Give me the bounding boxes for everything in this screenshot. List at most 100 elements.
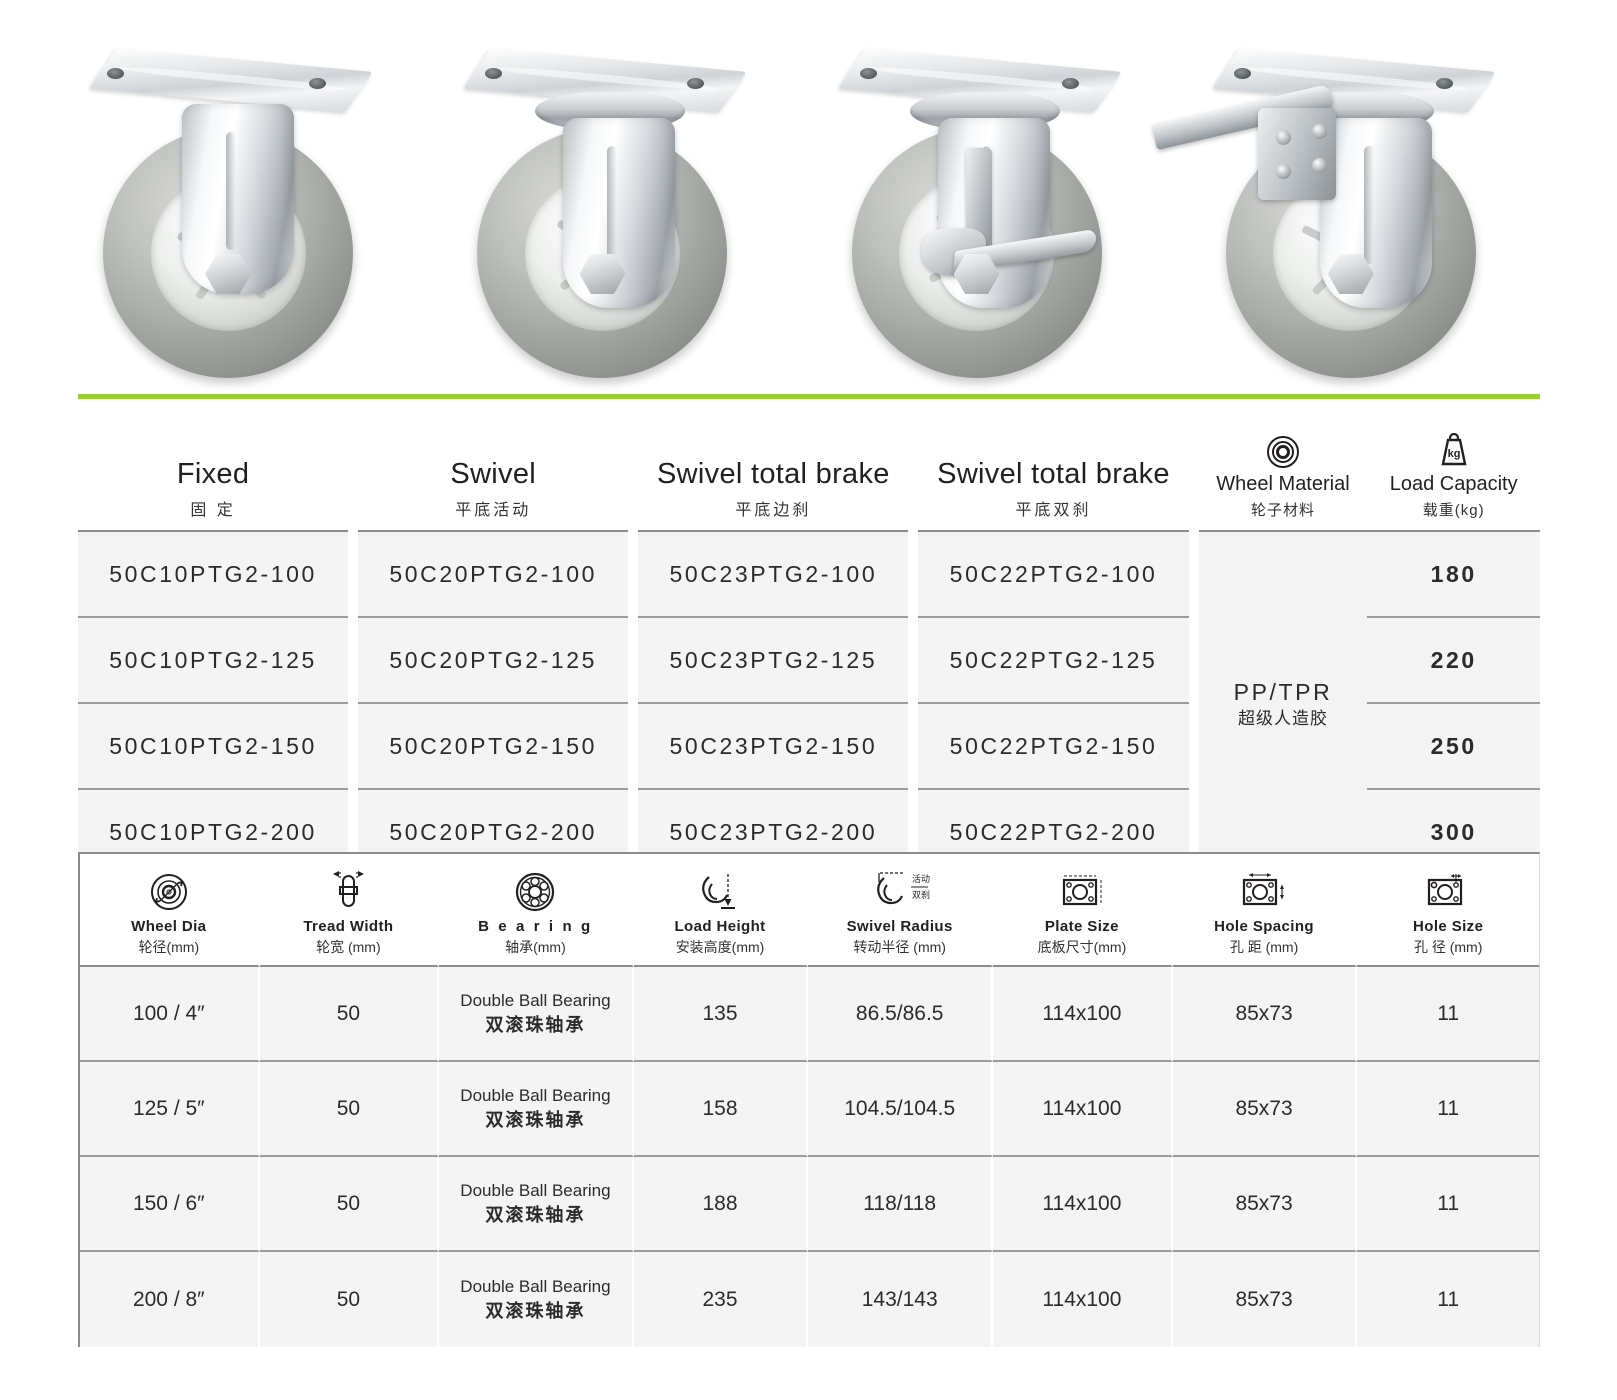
svg-text:kg: kg (1447, 448, 1460, 460)
header-swivel-radius: 活动 双刹 Swivel Radius 转动半径 (mm) (808, 854, 994, 967)
wheel-ring-icon (1203, 423, 1364, 469)
model-number-table-wrapper: Fixed 固 定 Swivel 平底活动 Swivel total brake… (78, 399, 1540, 876)
column-gap (908, 618, 919, 704)
cell-hole-spacing: 85x73 (1172, 1157, 1358, 1252)
wheel-material-value: PP/TPR 超级人造胶 (1198, 532, 1368, 876)
header-bearing-cn: 轴承(mm) (505, 939, 566, 955)
cell-swivel-radius: 143/143 (808, 1252, 994, 1347)
wheel-dia-icon (82, 868, 256, 914)
plate-size-icon (995, 868, 1169, 914)
cell-bearing: Double Ball Bearing 双滚珠轴承 (439, 1062, 634, 1157)
header-hole-size-en: Hole Size (1413, 918, 1484, 935)
cell-load-height: 135 (633, 967, 809, 1062)
header-fixed-cn: 固 定 (190, 502, 236, 519)
header-hole-size: Hole Size 孔 径 (mm) (1357, 854, 1539, 967)
model-swivel: 50C20PTG2-150 (358, 704, 629, 790)
table-row: 50C10PTG2-150 50C20PTG2-150 50C23PTG2-15… (78, 704, 1540, 790)
wheel-material-cn: 超级人造胶 (1237, 709, 1328, 729)
header-tread-width-cn: 轮宽 (mm) (316, 939, 381, 955)
cell-load-height: 158 (633, 1062, 809, 1157)
table-row: 200 / 8″ 50 Double Ball Bearing 双滚珠轴承 23… (80, 1252, 1539, 1347)
cell-hole-spacing: 85x73 (1172, 967, 1358, 1062)
cell-bearing-en: Double Ball Bearing (460, 1085, 611, 1105)
brake-bolt-icon (1275, 164, 1291, 179)
fork-slot (226, 132, 237, 250)
cell-plate-size: 114x100 (993, 1252, 1173, 1347)
header-plate-size-cn: 底板尺寸(mm) (1037, 939, 1127, 955)
cell-bearing-en: Double Ball Bearing (460, 990, 611, 1010)
model-double-brake: 50C22PTG2-100 (918, 532, 1189, 618)
tread-width-icon (262, 868, 436, 914)
product-photo-side-brake-caster (826, 48, 1166, 382)
model-side-brake: 50C23PTG2-125 (638, 618, 909, 704)
cell-swivel-radius: 86.5/86.5 (808, 967, 994, 1062)
model-fixed: 50C10PTG2-100 (78, 532, 349, 618)
header-load-capacity-en: Load Capacity (1389, 473, 1518, 495)
cell-hole-size: 11 (1357, 1062, 1539, 1157)
plate-hole-icon (485, 68, 503, 79)
model-table-header-row: Fixed 固 定 Swivel 平底活动 Swivel total brake… (78, 399, 1540, 532)
cell-load-height: 235 (633, 1252, 809, 1347)
cell-hole-spacing: 85x73 (1172, 1062, 1358, 1157)
header-hole-spacing: Hole Spacing 孔 距 (mm) (1172, 854, 1358, 967)
header-fixed-en: Fixed (176, 458, 250, 491)
cell-load-height: 188 (633, 1157, 809, 1252)
model-fixed: 50C10PTG2-125 (78, 618, 349, 704)
product-photo-double-brake-caster (1151, 48, 1540, 382)
table-row: 50C10PTG2-100 50C20PTG2-100 50C23PTG2-10… (78, 532, 1540, 876)
header-tread-width: Tread Width 轮宽 (mm) (259, 854, 440, 967)
header-wheel-material-cn: 轮子材料 (1250, 502, 1315, 519)
header-side-brake-cn: 平底边刹 (735, 502, 812, 519)
header-bearing-en: B e a r i n g (478, 918, 593, 935)
cell-plate-size: 114x100 (993, 1157, 1173, 1252)
brake-bolt-icon (1311, 158, 1327, 173)
column-gap (628, 704, 639, 790)
ball-bearing-icon (441, 868, 630, 914)
cell-hole-size: 11 (1357, 967, 1539, 1062)
cell-bearing: Double Ball Bearing 双滚珠轴承 (439, 1157, 634, 1252)
header-bearing: B e a r i n g 轴承(mm) (439, 854, 634, 967)
header-double-brake: Swivel total brake 平底双刹 (918, 399, 1189, 532)
model-double-brake: 50C22PTG2-150 (918, 704, 1189, 790)
cell-wheel-dia: 125 / 5″ (80, 1062, 260, 1157)
cell-bearing: Double Ball Bearing 双滚珠轴承 (439, 967, 634, 1062)
mounting-plate (89, 48, 373, 112)
table-row: 150 / 6″ 50 Double Ball Bearing 双滚珠轴承 18… (80, 1157, 1539, 1252)
axle-nut (579, 254, 626, 294)
weight-kg-icon: kg (1371, 423, 1536, 469)
column-gap (348, 532, 359, 618)
product-photo-fixed-caster (77, 48, 417, 382)
total-brake-housing (1257, 108, 1336, 200)
column-gap (1188, 532, 1199, 618)
load-height-icon (636, 868, 805, 914)
load-capacity-value: 250 (1367, 704, 1540, 790)
fork-slot (1363, 146, 1374, 264)
table-row: 50C10PTG2-125 50C20PTG2-125 50C23PTG2-12… (78, 618, 1540, 704)
product-photo-strip (0, 0, 1617, 392)
model-side-brake: 50C23PTG2-150 (638, 704, 909, 790)
table-row: 125 / 5″ 50 Double Ball Bearing 双滚珠轴承 15… (80, 1062, 1539, 1157)
header-swivel-radius-cn: 转动半径 (mm) (853, 939, 946, 955)
axle-nut (953, 254, 1000, 294)
brake-bolt-icon (1275, 130, 1291, 145)
cell-tread-width: 50 (259, 967, 440, 1062)
header-swivel: Swivel 平底活动 (358, 399, 629, 532)
brake-bolt-icon (1311, 124, 1327, 139)
fork-slot (607, 146, 618, 264)
swivel-radius-icon-label-bottom: 双刹 (912, 890, 930, 900)
header-double-brake-en: Swivel total brake (937, 458, 1170, 491)
plate-hole-icon (1061, 78, 1079, 89)
cell-tread-width: 50 (259, 1252, 440, 1347)
cell-bearing-cn: 双滚珠轴承 (485, 1110, 586, 1131)
header-tread-width-en: Tread Width (303, 918, 394, 935)
cell-bearing-cn: 双滚珠轴承 (485, 1205, 586, 1226)
header-load-capacity: kg Load Capacity 载重(kg) (1367, 399, 1540, 532)
header-swivel-cn: 平底活动 (455, 502, 532, 519)
cell-hole-size: 11 (1357, 1252, 1539, 1347)
model-number-table: Fixed 固 定 Swivel 平底活动 Swivel total brake… (78, 399, 1540, 876)
header-hole-spacing-en: Hole Spacing (1214, 918, 1314, 935)
spec-table-header-row: Wheel Dia 轮径(mm) Tread Width 轮宽 (mm) (80, 854, 1539, 967)
column-gap (628, 618, 639, 704)
header-side-brake-en: Swivel total brake (657, 458, 890, 491)
header-wheel-dia-cn: 轮径(mm) (138, 939, 200, 955)
